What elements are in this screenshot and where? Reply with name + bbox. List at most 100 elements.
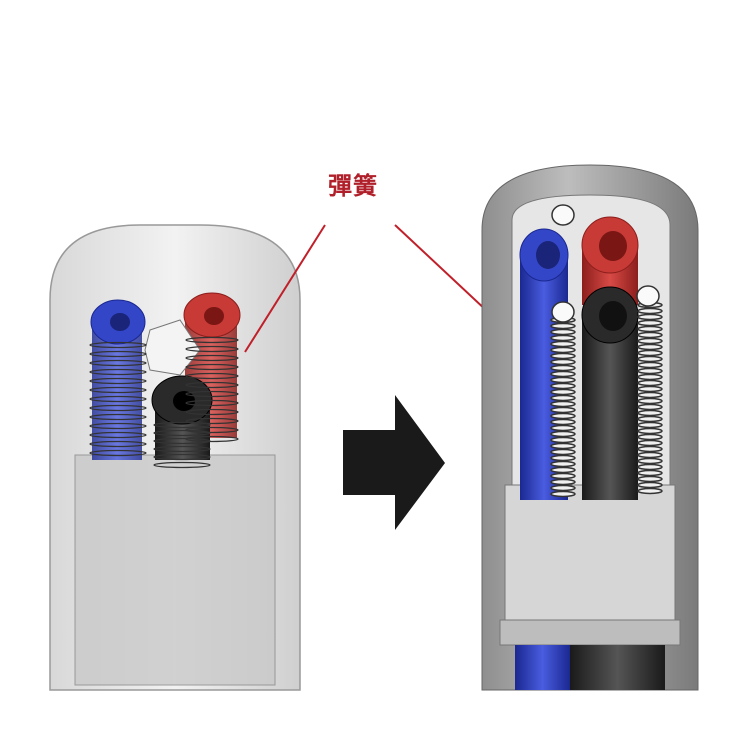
spring-coil [89,350,147,358]
spring-coil [89,359,147,367]
spring-coil [550,400,576,408]
spring-coil [153,421,211,429]
spring-coil [637,397,663,405]
right-spring-icon [550,204,663,498]
right-pen-cutaway [481,164,699,691]
spring-coil [637,325,663,333]
spring-coil [185,417,239,425]
left-black-refill [151,375,213,460]
spring-coil [550,466,576,474]
spring-coil [637,361,663,369]
spring-coil [185,336,239,344]
spring-coil [185,354,239,362]
spring-coil [637,433,663,441]
spring-coil [637,421,663,429]
center-star-piece [144,319,201,376]
spring-coil [637,457,663,465]
spring-coil [637,409,663,417]
spring-coil [637,337,663,345]
spring-coil [637,475,663,483]
spring-coil [89,431,147,439]
spring-coil [637,463,663,471]
spring-cap [551,204,575,226]
spring-coil [550,448,576,456]
spring-coil [550,328,576,336]
spring-coil [550,352,576,360]
left-pen-transparent [49,224,301,691]
spring-coil [637,355,663,363]
spring-coil [550,388,576,396]
spring-coil [185,372,239,380]
left-spring-icon [89,336,239,469]
spring-coil [153,429,211,437]
spring-cap [551,301,575,323]
spring-coil [637,427,663,435]
spring-coil [89,386,147,394]
spring-coil [637,439,663,447]
spring-coil [185,381,239,389]
spring-coil [89,413,147,421]
spring-coil [637,445,663,453]
spring-coil [550,358,576,366]
spring-coil [637,319,663,327]
spring-coil [153,453,211,461]
right-arrow-icon [343,395,445,530]
spring-coil [185,399,239,407]
spring-coil [637,415,663,423]
spring-coil [550,472,576,480]
spring-coil [550,322,576,330]
spring-coil [550,406,576,414]
spring-coil [550,424,576,432]
spring-coil [89,404,147,412]
spring-coil [550,340,576,348]
spring-coil [550,454,576,462]
spring-coil [637,367,663,375]
spring-coil [89,377,147,385]
left-blue-refill [90,299,146,460]
spring-coil [550,346,576,354]
spring-coil [550,394,576,402]
spring-coil [89,449,147,457]
spring-coil [550,412,576,420]
spring-coil [550,436,576,444]
spring-coil [637,481,663,489]
spring-coil [550,370,576,378]
spring-coil [637,349,663,357]
spring-coil [153,437,211,445]
spring-coil [550,484,576,492]
spring-coil [550,490,576,498]
spring-coil [89,341,147,349]
right-black-refill [581,286,639,500]
spring-coil [550,334,576,342]
spring-coil [637,487,663,495]
spring-coil [637,343,663,351]
spring-coil [550,460,576,468]
spring-coil [153,461,211,469]
spring-coil [550,364,576,372]
spring-coil [185,363,239,371]
spring-coil [185,390,239,398]
spring-coil [550,418,576,426]
spring-coil [550,478,576,486]
spring-coil [550,376,576,384]
spring-callout-label: 彈簧 [328,172,378,200]
spring-cap [636,285,660,307]
spring-coil [550,430,576,438]
spring-coil [637,385,663,393]
callout-line-left [244,224,326,353]
spring-coil [637,379,663,387]
spring-coil [89,422,147,430]
spring-coil [89,440,147,448]
spring-coil [637,313,663,321]
spring-coil [637,331,663,339]
spring-coil [89,368,147,376]
spring-coil [637,307,663,315]
spring-coil [637,451,663,459]
spring-coil [550,442,576,450]
spring-coil [637,403,663,411]
spring-coil [153,445,211,453]
spring-coil [550,382,576,390]
spring-coil [185,345,239,353]
